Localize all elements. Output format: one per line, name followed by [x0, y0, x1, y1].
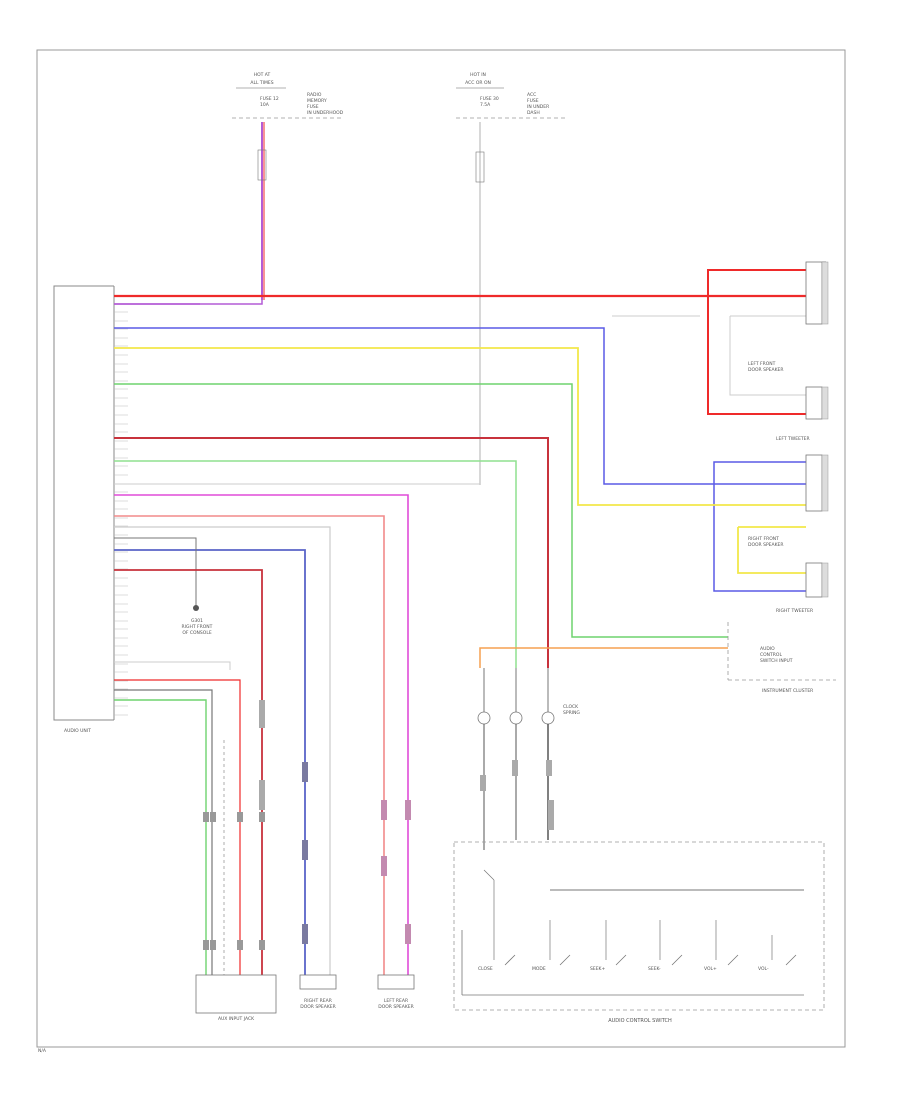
right-front-speaker-label: RIGHT FRONT	[748, 536, 779, 542]
left-tweeter-label: LEFT TWEETER	[776, 436, 810, 442]
svg-text:DOOR SPEAKER: DOOR SPEAKER	[748, 542, 784, 548]
svg-text:VOL+: VOL+	[704, 966, 717, 972]
svg-text:AUDIO UNIT: AUDIO UNIT	[64, 728, 91, 734]
switch-vol-up: VOL+	[704, 954, 739, 972]
aux-input-jack: AUX INPUT JACK	[195, 812, 277, 1022]
svg-text:ACC: ACC	[527, 92, 536, 98]
svg-text:G301: G301	[191, 618, 203, 624]
svg-text:HOT IN: HOT IN	[470, 72, 486, 78]
svg-text:DOOR SPEAKER: DOOR SPEAKER	[378, 1004, 414, 1010]
svg-text:CONTROL: CONTROL	[760, 652, 782, 658]
wire-green	[114, 383, 728, 638]
svg-text:FUSE: FUSE	[527, 98, 539, 104]
svg-text:FUSE: FUSE	[307, 104, 319, 110]
svg-text:RADIO: RADIO	[307, 92, 322, 98]
svg-text:FUSE 30: FUSE 30	[480, 96, 499, 102]
svg-text:IN UNDER: IN UNDER	[527, 104, 549, 110]
wire-grey-tweeter	[612, 315, 806, 396]
switch-mode: MODE	[532, 954, 571, 972]
wire-navy-right-rear	[114, 549, 306, 975]
wire-pink-left-rear	[114, 515, 385, 975]
switch-seek-down: SEEK-	[648, 954, 683, 972]
wire-dark-red	[114, 437, 549, 668]
fuse-label-hot-at-all-times: HOT AT ALL TIMES FUSE 12 10A RADIO MEMOR…	[232, 72, 344, 119]
right-front-speaker-connector	[805, 562, 829, 598]
wire-dark-red-aux	[114, 569, 263, 975]
svg-text:IN UNDERHOOD: IN UNDERHOOD	[307, 110, 344, 116]
audio-unit-pins	[114, 295, 128, 716]
wire-light-green	[114, 460, 517, 668]
switch-close: CLOSE	[478, 954, 516, 972]
wire-red-power	[114, 269, 806, 415]
svg-text:OF CONSOLE: OF CONSOLE	[182, 630, 212, 636]
svg-text:AUX INPUT JACK: AUX INPUT JACK	[218, 1016, 255, 1022]
svg-text:7.5A: 7.5A	[480, 102, 491, 108]
instrument-cluster: AUDIO CONTROL SWITCH INPUT INSTRUMENT CL…	[727, 622, 836, 694]
svg-text:CLOCK: CLOCK	[563, 704, 579, 710]
svg-text:10A: 10A	[260, 102, 270, 108]
svg-text:FUSE 12: FUSE 12	[260, 96, 279, 102]
switch-vol-down: VOL-	[758, 954, 797, 972]
left-front-speaker-label: LEFT FRONT	[748, 361, 776, 367]
svg-text:ALL TIMES: ALL TIMES	[250, 80, 273, 86]
svg-text:AUDIO CONTROL SWITCH: AUDIO CONTROL SWITCH	[608, 1018, 672, 1024]
figure-id: N/A	[38, 1048, 47, 1054]
wire-blue	[114, 327, 806, 592]
svg-text:LEFT REAR: LEFT REAR	[384, 998, 408, 1004]
wire-white-right-rear	[114, 526, 331, 975]
right-rear-speaker: RIGHT REAR DOOR SPEAKER	[299, 762, 337, 1010]
left-rear-speaker: LEFT REAR DOOR SPEAKER	[377, 800, 415, 1010]
audio-unit: AUDIO UNIT	[53, 285, 115, 734]
fuse-label-hot-in-acc: HOT IN ACC OR ON FUSE 30 7.5A ACC FUSE I…	[456, 72, 566, 119]
svg-text:SWITCH INPUT: SWITCH INPUT	[760, 658, 793, 664]
left-front-speaker-connector	[805, 386, 829, 420]
clock-spring: CLOCK SPRING	[477, 668, 580, 850]
svg-text:VOL-: VOL-	[758, 966, 769, 972]
right-tweeter-label: RIGHT TWEETER	[776, 608, 813, 614]
svg-text:DASH: DASH	[527, 110, 540, 116]
inline-connectors	[259, 700, 554, 830]
svg-text:ACC OR ON: ACC OR ON	[465, 80, 491, 86]
svg-text:HOT AT: HOT AT	[254, 72, 271, 78]
switch-seek-up: SEEK+	[590, 954, 627, 972]
svg-text:CLOSE: CLOSE	[478, 966, 493, 972]
diagram-frame	[36, 49, 846, 1048]
wire-orange	[479, 647, 728, 668]
svg-text:RIGHT FRONT: RIGHT FRONT	[182, 624, 213, 630]
left-tweeter-connector	[805, 261, 829, 325]
svg-text:INSTRUMENT CLUSTER: INSTRUMENT CLUSTER	[762, 688, 813, 694]
svg-text:RIGHT REAR: RIGHT REAR	[304, 998, 332, 1004]
svg-text:DOOR SPEAKER: DOOR SPEAKER	[748, 367, 784, 373]
svg-text:DOOR SPEAKER: DOOR SPEAKER	[300, 1004, 336, 1010]
svg-text:SPRING: SPRING	[563, 710, 580, 716]
wire-violet-left-rear	[114, 494, 409, 975]
svg-text:AUDIO: AUDIO	[760, 646, 775, 652]
wire-yellow	[114, 347, 806, 574]
audio-control-switch: AUDIO CONTROL SWITCH CLOSE MODE SEEK+ SE…	[453, 841, 825, 1024]
wire-memory-feed	[257, 122, 267, 300]
svg-text:MODE: MODE	[532, 966, 546, 972]
ground-drop: G301 RIGHT FRONT OF CONSOLE	[114, 537, 213, 636]
right-tweeter-connector	[805, 454, 829, 512]
svg-text:SEEK+: SEEK+	[590, 966, 605, 972]
svg-text:SEEK-: SEEK-	[648, 966, 661, 972]
wires-aux	[114, 661, 241, 975]
svg-text:MEMORY: MEMORY	[307, 98, 327, 104]
wire-acc-feed	[475, 122, 485, 485]
